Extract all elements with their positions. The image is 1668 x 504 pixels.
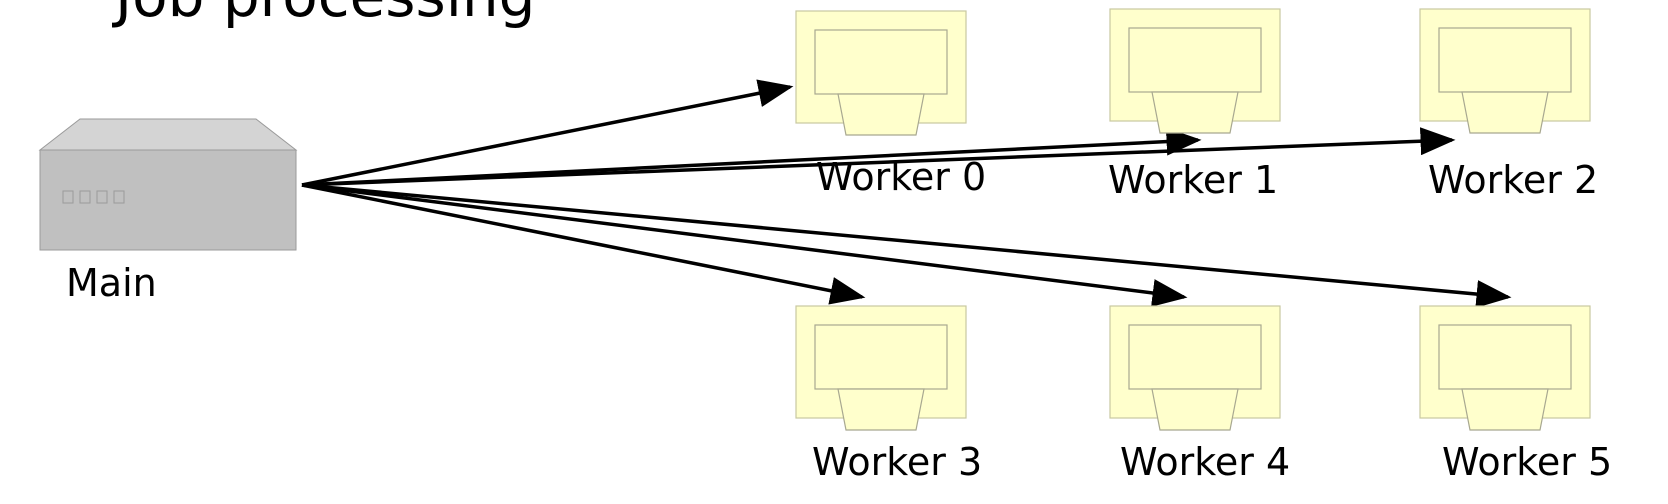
terminal-icon: [795, 10, 967, 136]
worker-node-2: Worker 2: [1419, 8, 1598, 202]
arrow-to-worker-5: [301, 183, 1512, 309]
worker-node-1: Worker 1: [1108, 8, 1281, 202]
terminal-icon: [1419, 8, 1591, 134]
arrow-to-worker-4: [301, 183, 1188, 307]
worker-node-3: Worker 3: [795, 305, 982, 484]
slide-title: Job processing: [112, 0, 535, 30]
terminal-icon: [1109, 8, 1281, 134]
worker-node-5: Worker 5: [1419, 305, 1612, 484]
main-server-node: Main: [38, 118, 298, 305]
server-icon: [38, 118, 298, 251]
terminal-icon: [1109, 305, 1281, 431]
worker-label: Worker 3: [812, 440, 982, 484]
worker-node-0: Worker 0: [795, 10, 986, 199]
arrow-to-worker-2: [301, 127, 1456, 187]
worker-node-4: Worker 4: [1109, 305, 1290, 484]
worker-label: Worker 2: [1428, 158, 1598, 202]
arrows: [301, 79, 1512, 309]
worker-label: Worker 5: [1442, 440, 1612, 484]
arrow-to-worker-3: [301, 183, 866, 305]
terminal-icon: [795, 305, 967, 431]
worker-label: Worker 1: [1108, 158, 1278, 202]
arrow-to-worker-0: [301, 79, 794, 187]
main-label: Main: [66, 261, 157, 305]
worker-label: Worker 4: [1120, 440, 1290, 484]
terminal-icon: [1419, 305, 1591, 431]
worker-label: Worker 0: [816, 155, 986, 199]
